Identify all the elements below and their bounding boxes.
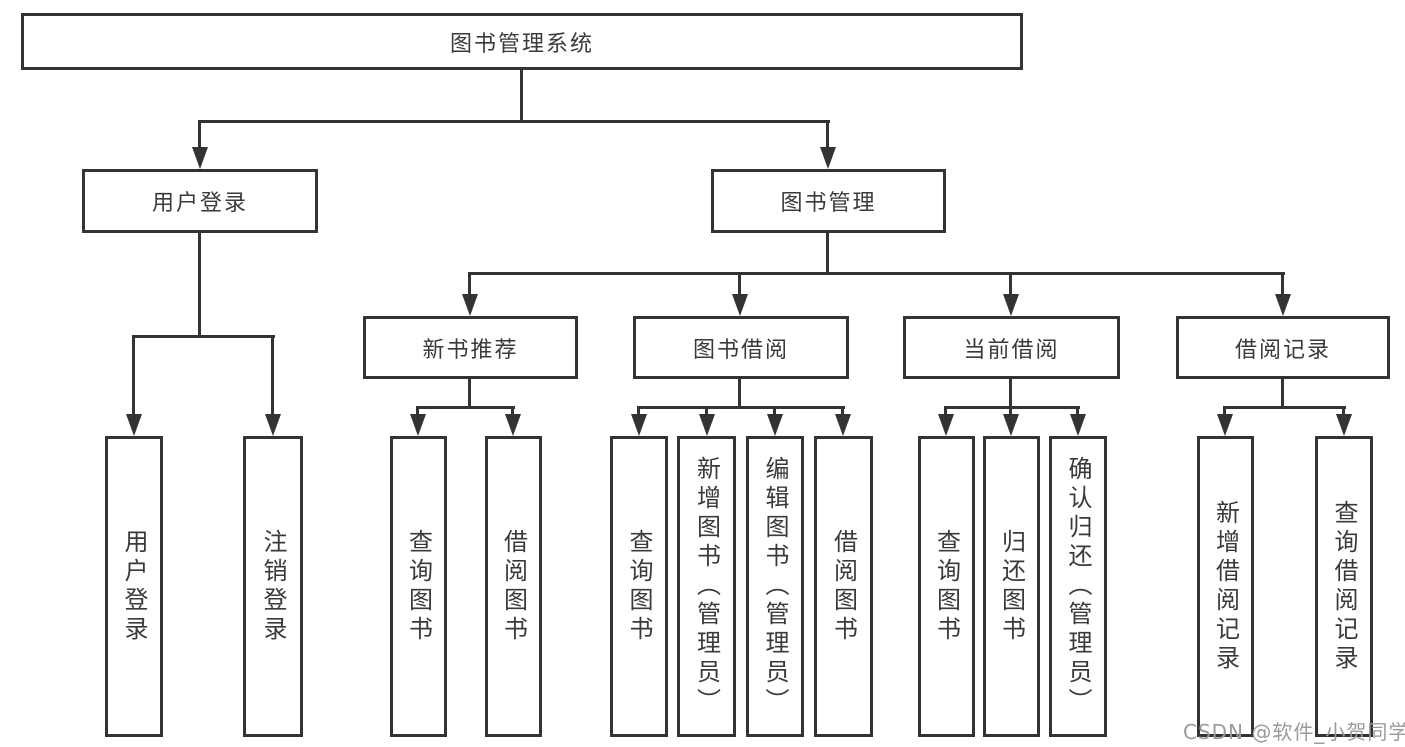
arrowhead-down [1275,294,1291,316]
connector-hline [1223,406,1346,409]
leaf-query-books-recommend: 查询图书 [390,436,447,737]
leaf-borrow-books-borrowing: 借阅图书 [814,436,873,737]
connector-vline [637,406,640,416]
arrowhead-down [1003,294,1019,316]
arrowhead-down [820,147,836,169]
connector-vline [1223,406,1226,416]
connector-vline [1009,272,1012,297]
connector-vline [826,120,829,150]
arrowhead-down [1003,414,1019,436]
connector-hline [198,120,830,123]
arrowhead-down [732,294,748,316]
node-current-borrowing: 当前借阅 [903,316,1120,379]
leaf-borrow-books-recommend: 借阅图书 [485,436,542,737]
connector-vline [1281,272,1284,297]
node-borrowing-records: 借阅记录 [1176,316,1390,379]
arrowhead-down [265,414,281,436]
arrowhead-down [505,414,521,436]
connector-vline [1009,406,1012,416]
leaf-query-borrow-record: 查询借阅记录 [1315,436,1373,737]
arrowhead-down [699,414,715,436]
node-new-book-recommendation: 新书推荐 [363,316,578,379]
node-book-management: 图书管理 [711,169,946,233]
leaf-return-books: 归还图书 [983,436,1040,737]
node-book-borrowing: 图书借阅 [633,316,849,379]
connector-hline [416,406,515,409]
connector-vline [1281,379,1284,407]
connector-hline [944,406,1080,409]
connector-vline [738,272,741,297]
connector-hline [637,406,845,409]
connector-vline [511,406,514,416]
node-user-login: 用户登录 [82,169,318,233]
arrowhead-down [835,414,851,436]
leaf-user-login: 用户登录 [105,436,163,737]
connector-vline [841,406,844,416]
arrowhead-down [462,294,478,316]
leaf-query-books-current: 查询图书 [918,436,975,737]
connector-vline [738,379,741,407]
arrowhead-down [767,414,783,436]
connector-hline [468,272,1285,275]
arrowhead-down [631,414,647,436]
leaf-query-books-borrowing: 查询图书 [610,436,668,737]
connector-vline [520,69,523,121]
connector-vline [773,406,776,416]
arrowhead-down [410,414,426,436]
node-library-management-system: 图书管理系统 [21,13,1023,70]
arrowhead-down [938,414,954,436]
arrowhead-down [1336,414,1352,436]
csdn-watermark: CSDN @软件_小贺同学 [1183,720,1405,744]
connector-vline [705,406,708,416]
connector-vline [198,120,201,150]
connector-vline [468,272,471,297]
leaf-edit-books-admin: 编辑图书（管理员） [746,436,804,737]
arrowhead-down [1217,414,1233,436]
arrowhead-down [192,147,208,169]
leaf-add-borrow-record: 新增借阅记录 [1197,436,1254,737]
connector-vline [416,406,419,416]
connector-vline [198,233,201,336]
connector-vline [468,379,471,407]
connector-vline [271,335,274,417]
connector-vline [1009,379,1012,407]
leaf-add-books-admin: 新增图书（管理员） [677,436,736,737]
leaf-confirm-return-admin: 确认归还（管理员） [1049,436,1107,737]
connector-vline [944,406,947,416]
arrowhead-down [1070,414,1086,436]
connector-vline [1342,406,1345,416]
connector-vline [826,233,829,273]
connector-vline [1076,406,1079,416]
leaf-logout: 注销登录 [243,436,303,737]
connector-vline [132,335,135,417]
arrowhead-down [126,414,142,436]
connector-hline [132,335,275,338]
